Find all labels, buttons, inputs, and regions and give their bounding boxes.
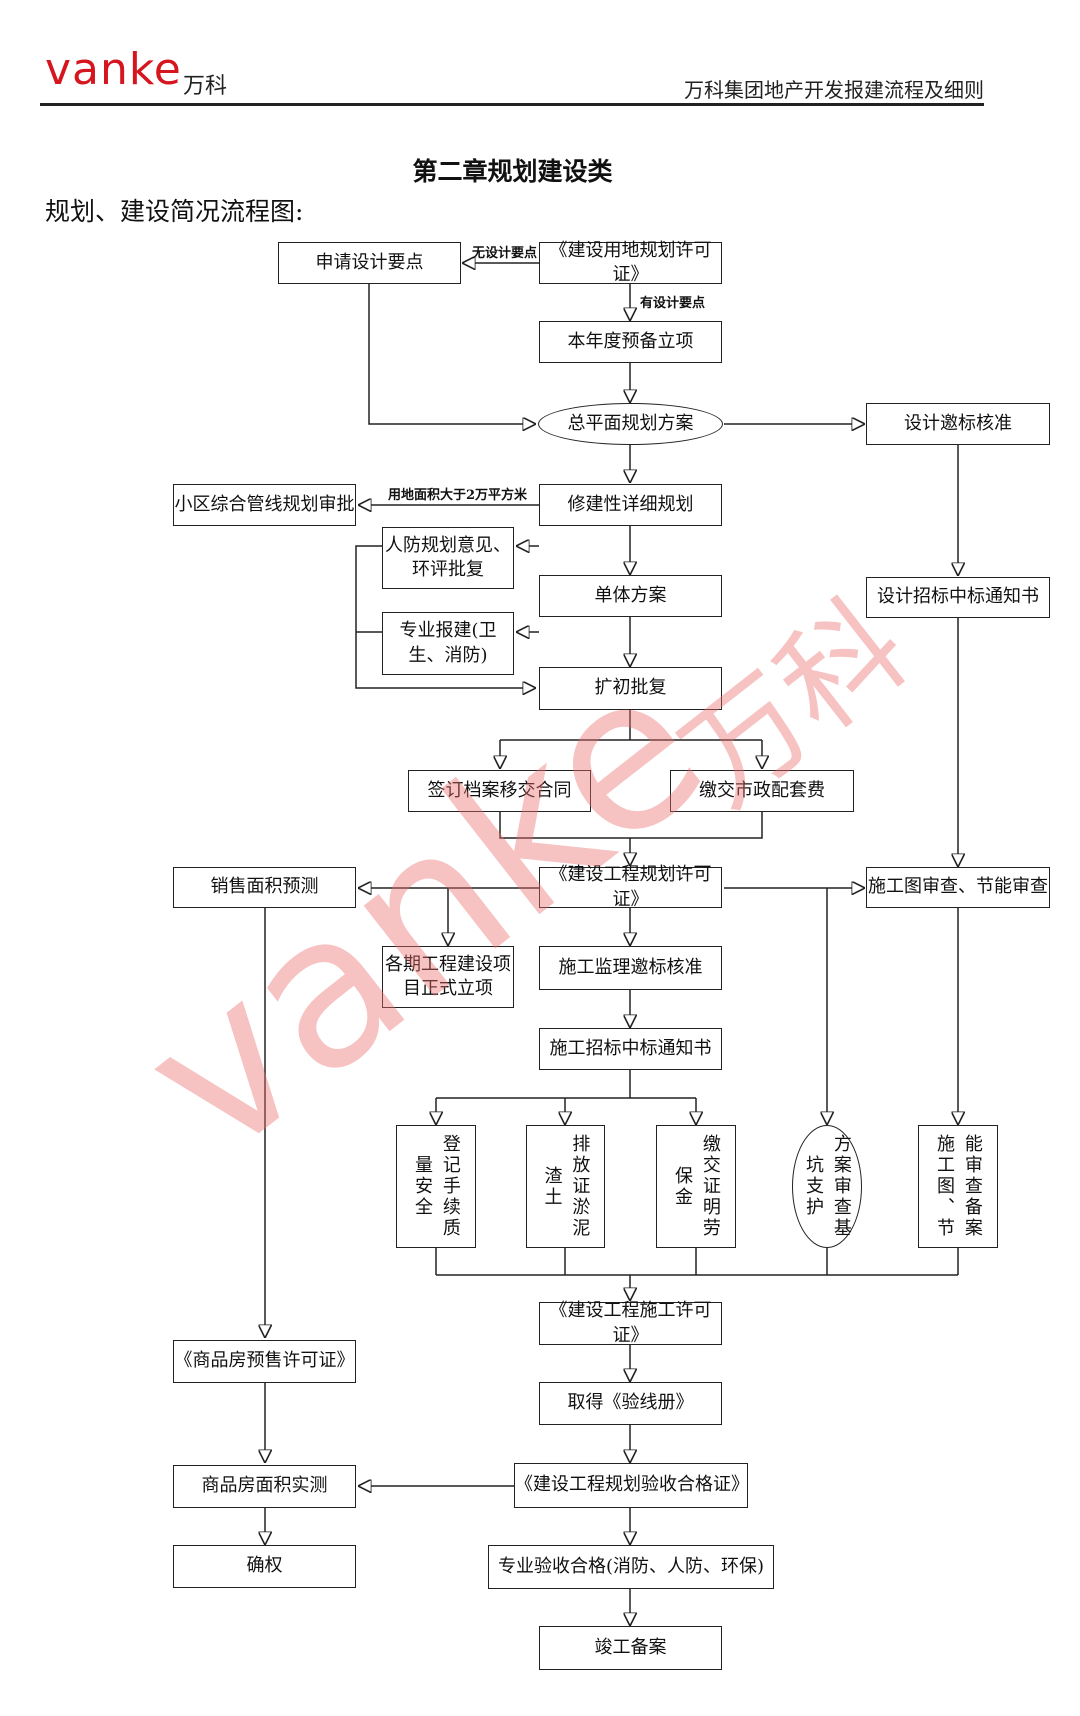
node-drawing-energy-filing: 能审查备案施工图、节: [918, 1125, 998, 1248]
node-design-bid-approval: 设计邀标核准: [866, 403, 1050, 445]
node-single-scheme: 单体方案: [539, 575, 722, 617]
vanke-logo: vanke: [45, 44, 182, 95]
edge-label-area-over: 用地面积大于2万平方米: [388, 488, 528, 503]
edge-label-has-design-points: 有设计要点: [640, 296, 706, 311]
header-divider: [40, 103, 984, 106]
node-labor-insurance: 缴交证明劳保金: [656, 1125, 736, 1248]
node-supervision-bid-approval: 施工监理邀标核准: [539, 946, 722, 990]
section-title: 规划、建设简况流程图:: [45, 197, 304, 226]
node-detailed-planning: 修建性详细规划: [539, 484, 722, 526]
node-presale-permit: 《商品房预售许可证》: [173, 1340, 356, 1383]
chapter-title: 第二章规划建设类: [412, 157, 613, 186]
vanke-logo-cn: 万科: [183, 74, 228, 99]
node-ownership: 确权: [173, 1545, 356, 1588]
node-design-bid-notice: 设计招标中标通知书: [866, 577, 1050, 618]
node-preliminary-approval: 扩初批复: [539, 667, 722, 710]
node-construction-drawing-review: 施工图审查、节能审查: [866, 867, 1050, 908]
node-formal-project-setup: 各期工程建设项目正式立项: [382, 946, 514, 1008]
node-land-planning-permit: 《建设用地规划许可证》: [539, 240, 722, 285]
node-apply-design-points: 申请设计要点: [278, 242, 461, 284]
node-planning-acceptance: 《建设工程规划验收合格证》: [514, 1463, 749, 1508]
node-municipal-fee: 缴交市政配套费: [670, 770, 854, 812]
node-survey-book: 取得《验线册》: [539, 1382, 722, 1425]
node-annual-pre-project: 本年度预备立项: [539, 321, 722, 363]
node-pipeline-review: 小区综合管线规划审批: [173, 484, 356, 526]
node-silt-discharge: 排放证淤泥渣土: [526, 1125, 605, 1248]
node-engineering-planning-permit: 《建设工程规划许可证》: [539, 864, 722, 910]
edge-label-no-design-points: 无设计要点: [472, 246, 538, 261]
document-title: 万科集团地产开发报建流程及细则: [684, 78, 984, 102]
node-completion-filing: 竣工备案: [539, 1626, 722, 1670]
node-foundation-pit: 方案审查基坑支护: [792, 1125, 862, 1248]
node-construction-bid-notice: 施工招标中标通知书: [539, 1028, 722, 1070]
node-special-acceptance: 专业验收合格(消防、人防、环保): [488, 1545, 774, 1589]
node-sales-area-forecast: 销售面积预测: [173, 867, 356, 908]
node-civil-defense-eia: 人防规划意见、环评批复: [382, 527, 514, 589]
node-quality-safety: 登记手续质量安全: [396, 1125, 476, 1248]
node-area-survey: 商品房面积实测: [173, 1465, 356, 1508]
node-construction-permit: 《建设工程施工许可证》: [539, 1300, 722, 1346]
node-special-report: 专业报建(卫生、消防): [382, 612, 514, 675]
node-archive-contract: 签订档案移交合同: [408, 770, 591, 812]
node-master-plan: 总平面规划方案: [538, 403, 723, 445]
